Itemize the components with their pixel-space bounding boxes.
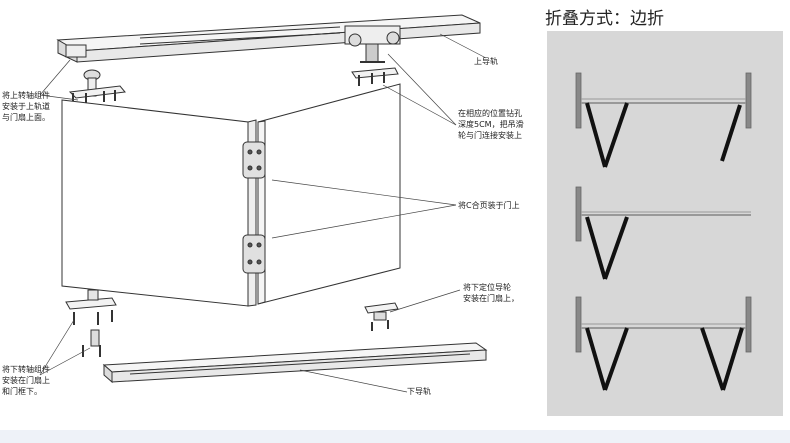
label-roller-line1: 在相应的位置钻孔 (458, 109, 522, 118)
upper-pivot-hardware (68, 69, 126, 104)
c-hinge-lower (242, 234, 266, 274)
label-lower-guide: 将下定位导轮 安装在门扇上， (463, 282, 519, 304)
label-lower-guide-line2: 安装在门扇上， (463, 294, 519, 303)
right-door-leaf (257, 83, 401, 305)
fold-state-1 (575, 72, 752, 168)
lower-guide-wheel (364, 302, 399, 331)
label-lower-pivot-line2: 安装在门扇上 (2, 376, 50, 385)
upper-rail (56, 14, 481, 63)
installation-diagram (39, 14, 488, 393)
lower-rail (102, 342, 488, 384)
c-hinge-upper (242, 141, 266, 179)
label-roller: 在相应的位置钻孔 深度5CM，把吊滑 轮与门连接安装上 (458, 108, 524, 141)
label-c-hinge: 将C合页装于门上 (458, 201, 520, 210)
fold-diagrams (575, 72, 752, 391)
label-lower-pivot-line3: 和门框下。 (2, 387, 42, 396)
fold-diagram-box (547, 31, 783, 416)
fold-mode-panel: 折叠方式：边折 (545, 0, 790, 443)
lower-pivot-hardware (65, 289, 117, 357)
footer-band (0, 430, 790, 443)
fold-state-2 (575, 186, 751, 280)
label-upper-pivot: 将上转轴组件 安装于上轨道 与门扇上面。 (2, 90, 50, 123)
top-right-bracket (351, 67, 399, 86)
label-roller-line3: 轮与门连接安装上 (458, 131, 522, 140)
label-upper-pivot-line3: 与门扇上面。 (2, 113, 50, 122)
label-roller-line2: 深度5CM，把吊滑 (458, 120, 524, 129)
label-upper-pivot-line2: 安装于上轨道 (2, 102, 50, 111)
left-door-leaf (61, 99, 257, 307)
fold-state-3 (575, 296, 752, 391)
label-lower-pivot: 将下转轴组件 安装在门扇上 和门框下。 (2, 364, 50, 397)
roller-carriage (344, 25, 401, 63)
label-upper-rail: 上导轨 (474, 57, 498, 66)
panel-title: 折叠方式：边折 (545, 9, 664, 29)
label-upper-pivot-line1: 将上转轴组件 (2, 91, 50, 100)
label-lower-guide-line1: 将下定位导轮 (463, 283, 511, 292)
label-lower-pivot-line1: 将下转轴组件 (2, 365, 50, 374)
label-lower-rail: 下导轨 (407, 387, 431, 396)
leader-lines (39, 33, 487, 393)
